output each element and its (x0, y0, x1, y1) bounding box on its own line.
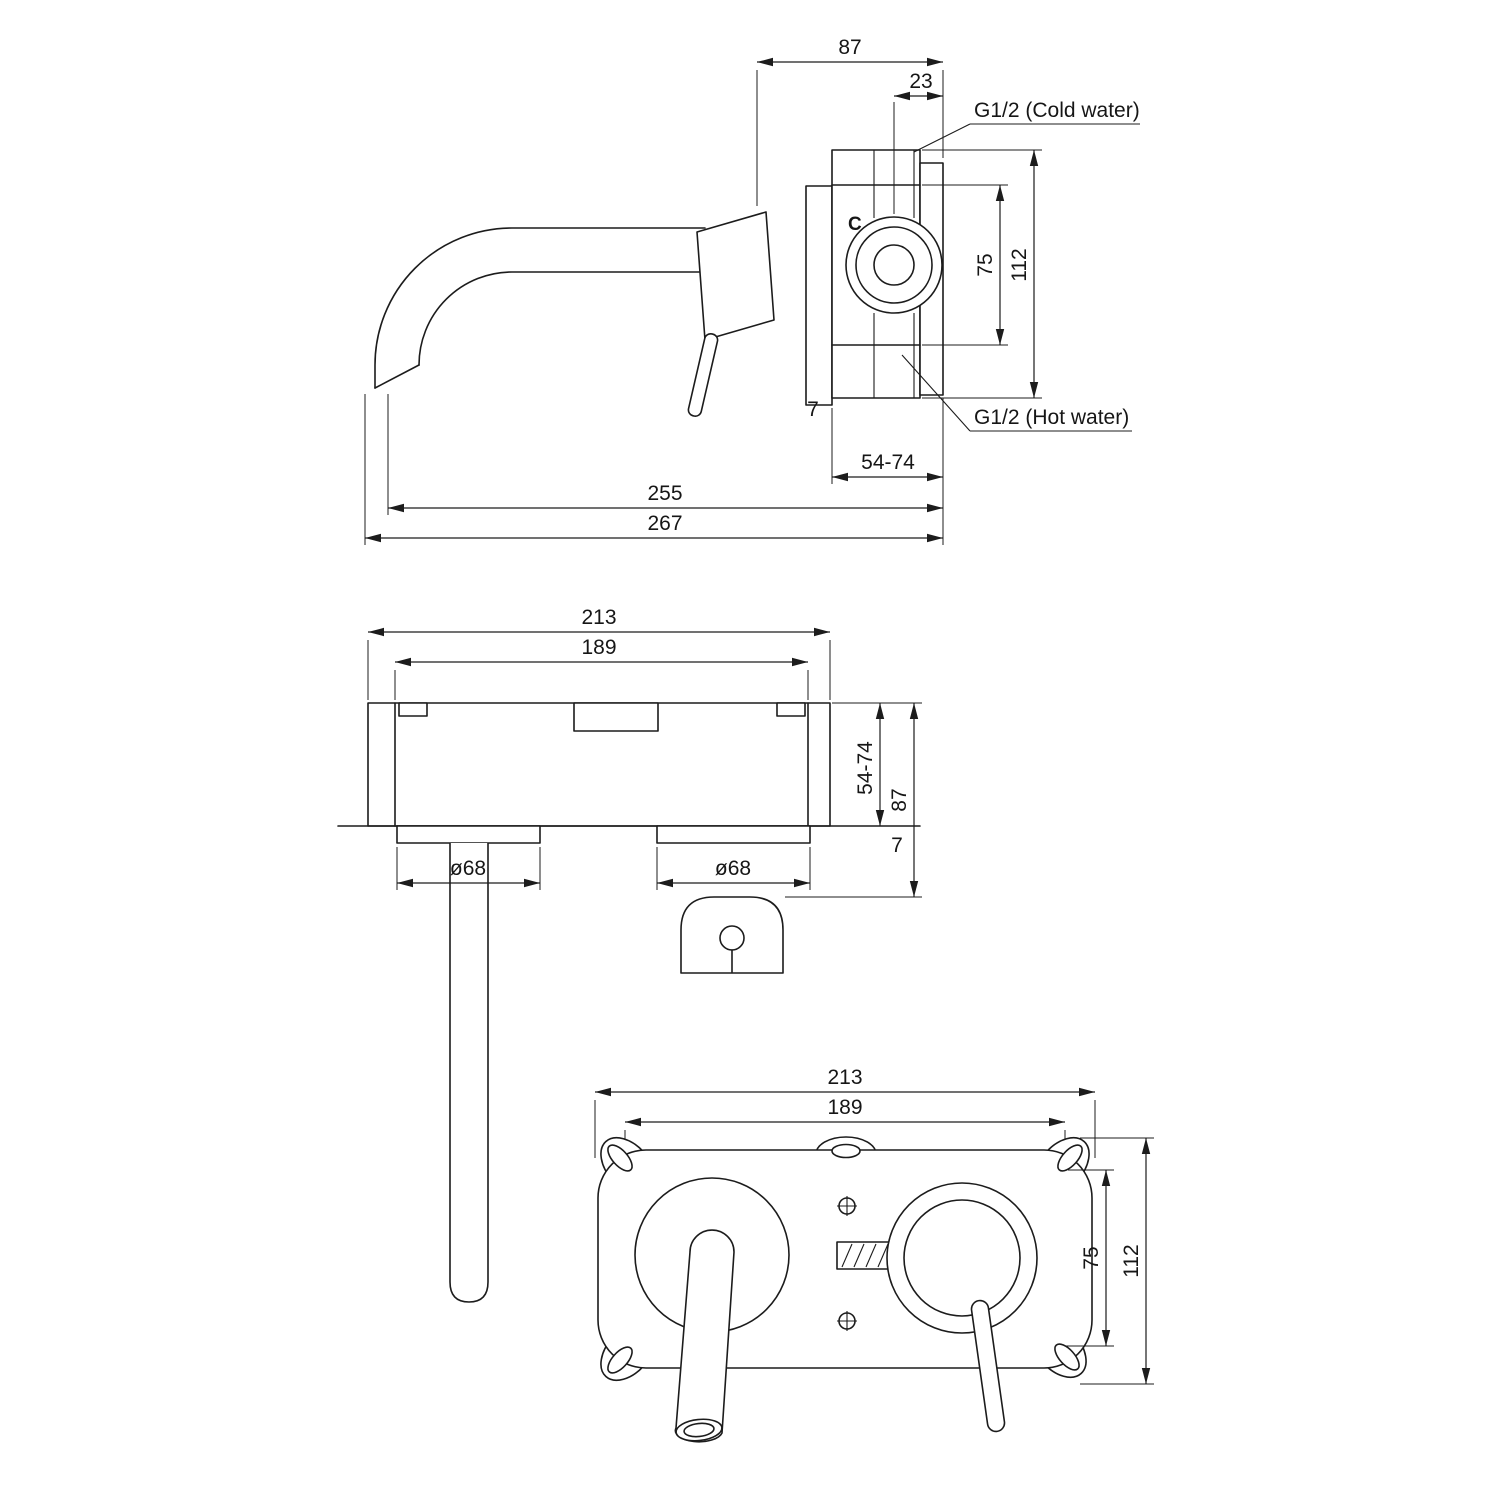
dim-213-front-label: 213 (827, 1066, 862, 1089)
hatch-line (865, 1243, 877, 1268)
cold-leader-line (913, 123, 971, 153)
handle-lever-end-plan (719, 925, 745, 951)
dim-dia68-left-label: ø68 (450, 857, 486, 880)
dim-189-label: 189 (581, 636, 616, 659)
dim-54-74-label: 54-74 (861, 451, 915, 474)
hot-leader-line (901, 354, 971, 432)
handle-lever (687, 332, 719, 417)
wall-flange (805, 185, 833, 406)
handle-cap-front (903, 1199, 1021, 1317)
ear-slot-bottom-left (607, 1346, 633, 1374)
dim-267-label: 267 (647, 512, 682, 535)
spout-outlet-cut (374, 364, 420, 389)
spout-tube-plan (449, 843, 489, 1303)
spout-inner-edge (418, 271, 706, 366)
dim-7-plan-label: 7 (891, 834, 903, 857)
box-center-notch (573, 702, 659, 732)
top-view: 213 189 ø68 ø68 54-74 (337, 606, 922, 1303)
box-tab-right (776, 702, 806, 717)
dim-23-label: 23 (909, 70, 932, 93)
cartridge-circle-inner (873, 244, 915, 286)
valve-marking-label: C (848, 214, 862, 235)
spout-escutcheon-plan (396, 825, 541, 844)
hatch-line (841, 1243, 853, 1268)
ear-slot-top-left (607, 1144, 633, 1172)
box-tab-left (398, 702, 428, 717)
dim-213-label: 213 (581, 606, 616, 629)
cold-water-label: G1/2 (Cold water) (974, 99, 1140, 122)
ear-slot-top-right (1057, 1144, 1083, 1172)
dim-54-74-plan-label: 54-74 (854, 741, 877, 795)
ear-slot-top-center (831, 1143, 861, 1159)
hatch-line (853, 1243, 865, 1268)
dim-112-front-label: 112 (1120, 1244, 1143, 1277)
front-view: 213 189 (594, 1066, 1154, 1443)
handle-lever-front (970, 1299, 1006, 1433)
spout-mouth-inner (683, 1422, 715, 1438)
dim-255-label: 255 (647, 482, 682, 505)
spout-outer-edge (374, 227, 706, 389)
side-view: C 87 23 G1/2 (Cold water) G1/2 (Hot wate… (364, 36, 1140, 545)
dim-7-label: 7 (807, 398, 819, 421)
hot-water-label: G1/2 (Hot water) (974, 406, 1129, 429)
dim-112-label: 112 (1008, 248, 1031, 281)
dim-dia68-right-label: ø68 (715, 857, 751, 880)
dim-75-front-label: 75 (1080, 1246, 1103, 1269)
dim-87-plan-label: 87 (888, 788, 911, 811)
handle-escutcheon (696, 211, 775, 341)
hatch-line (877, 1243, 889, 1268)
dim-75-label: 75 (974, 253, 997, 276)
center-label-plate (836, 1241, 892, 1270)
handle-escutcheon-plan (656, 825, 811, 844)
dim-87-label: 87 (838, 36, 861, 59)
ear-slot-bottom-right (1054, 1343, 1080, 1371)
dim-189-front-label: 189 (827, 1096, 862, 1119)
